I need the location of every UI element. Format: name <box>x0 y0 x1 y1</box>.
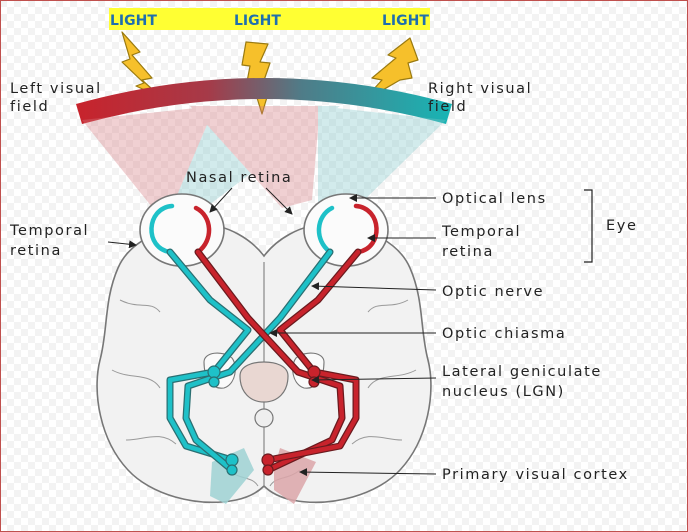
left-eye-retina-nasal <box>193 205 212 255</box>
nasal-retina-arrow-left <box>209 187 233 213</box>
brainstem <box>239 361 289 403</box>
cortex-left-node <box>225 453 239 467</box>
left-visual-field-label-line1: Left visual <box>10 81 102 97</box>
right-visual-field-label-line1: Right visual <box>428 81 532 97</box>
light-banner: LIGHT LIGHT LIGHT <box>109 8 430 30</box>
light-label-left: LIGHT <box>110 13 157 29</box>
temporal-retina-right-label-line1: Temporal <box>441 224 521 240</box>
cerebral-aqueduct <box>254 408 274 428</box>
lgn-label-line1: Lateral geniculate <box>442 364 602 380</box>
left-visual-field-label-line2: field <box>10 99 49 115</box>
lgn-right-node <box>307 365 321 379</box>
right-visual-field-label-line2: field <box>428 99 467 115</box>
cortex-right-node <box>261 453 275 467</box>
light-label-center: LIGHT <box>234 13 281 29</box>
eye-bracket <box>584 189 593 263</box>
cone-right-field-to-right-eye <box>318 106 446 212</box>
cone-left-field-to-left-eye <box>82 106 215 212</box>
optic-nerve-label: Optic nerve <box>442 284 544 300</box>
cone-left-field-to-right-eye <box>190 106 320 208</box>
primary-visual-cortex-label: Primary visual cortex <box>442 467 629 483</box>
primary-visual-cortex-arrow <box>299 468 437 477</box>
right-eye-retina-nasal <box>316 205 335 255</box>
lgn-arrow <box>311 375 437 384</box>
nasal-retina-label: Nasal retina <box>186 170 292 186</box>
temporal-retina-right-label-line2: retina <box>442 244 494 260</box>
visual-pathways <box>166 248 362 476</box>
eye-label: Eye <box>606 218 637 234</box>
temporal-retina-left-label-line2: retina <box>10 243 62 259</box>
right-eye-retina-temporal <box>353 203 379 255</box>
nasal-retina-arrow-right <box>265 187 293 215</box>
visual-field-arc <box>76 78 452 124</box>
left-eye <box>139 193 225 267</box>
temporal-retina-left-arrow <box>107 240 137 249</box>
light-banner-bar <box>109 8 430 30</box>
lgn-label-line2: nucleus (LGN) <box>442 384 565 400</box>
right-eye <box>303 193 389 267</box>
optic-nerve-arrow <box>311 282 437 291</box>
light-label-right: LIGHT <box>382 13 429 29</box>
lgn-left-node <box>207 365 221 379</box>
optic-chiasma-label: Optic chiasma <box>442 326 566 342</box>
light-cones <box>82 106 446 212</box>
temporal-retina-left-label-line1: Temporal <box>9 223 89 239</box>
cone-right-field-to-left-eye <box>175 106 340 208</box>
left-eye-retina-temporal <box>149 203 175 255</box>
optical-lens-label: Optical lens <box>442 191 547 207</box>
